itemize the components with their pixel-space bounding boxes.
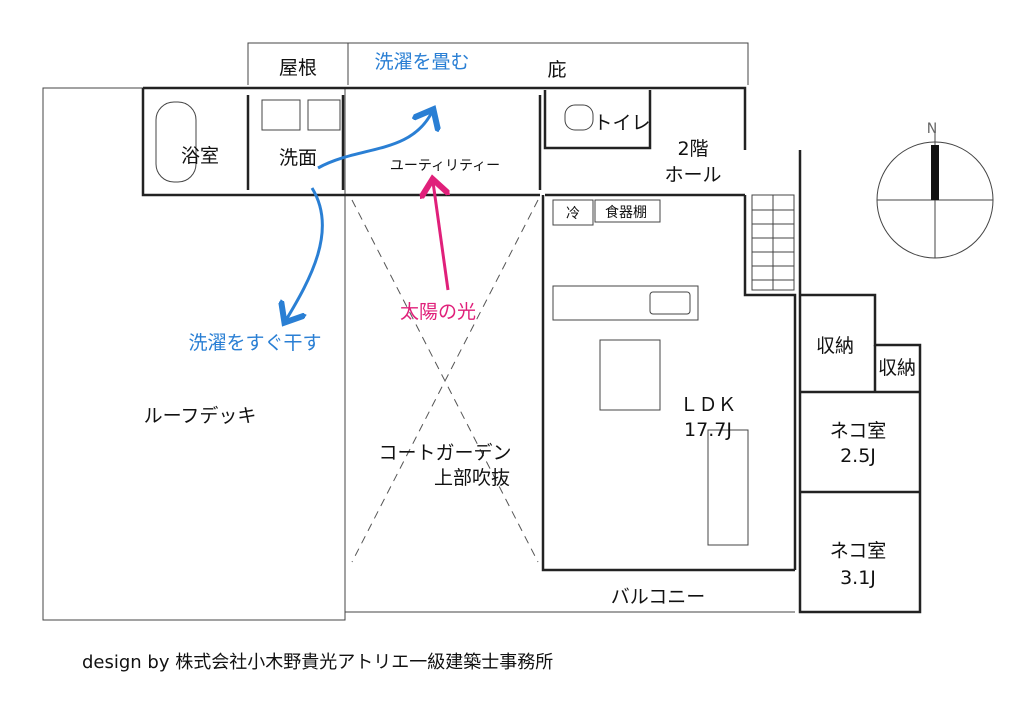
roof-strip	[247, 42, 749, 85]
cat-room2-size: 3.1J	[840, 567, 876, 589]
toilet-label: トイレ	[593, 112, 650, 134]
court-garden-label: コートガーデン	[378, 442, 511, 464]
sink	[307, 99, 341, 131]
hall-label-2: ホール	[664, 164, 721, 186]
sunlight-label: 太陽の光	[400, 301, 476, 323]
sunlight-arrow	[433, 182, 448, 291]
eaves-label: 庇	[547, 59, 566, 81]
cupboard-label: 食器棚	[605, 204, 647, 221]
roof-deck-label: ルーフデッキ	[144, 405, 257, 427]
toilet-bowl	[564, 104, 594, 131]
stairs	[751, 194, 795, 291]
washing-machine	[261, 99, 301, 131]
utility-label: ユーティリティー	[390, 158, 500, 174]
kitchen-counter	[552, 285, 699, 321]
cupboard	[594, 199, 661, 223]
ldk-size: 17.7J	[684, 419, 732, 441]
storage2-label: 収納	[878, 357, 916, 379]
fridge	[552, 199, 594, 226]
cat-room1-label: ネコ室	[830, 420, 887, 442]
court-void-label: 上部吹抜	[434, 467, 510, 489]
sofa	[707, 429, 749, 546]
bathtub	[155, 101, 197, 183]
credit-text: design by 株式会社小木野貴光アトリエ一級建築士事務所	[82, 652, 553, 673]
roof-label: 屋根	[279, 57, 317, 79]
dry-laundry-label: 洗濯をすぐ干す	[188, 332, 321, 354]
dry-laundry-arrow	[286, 187, 324, 320]
hall-label-1: 2階	[677, 138, 708, 160]
compass-icon: N	[876, 121, 994, 259]
cat-room2-label: ネコ室	[830, 540, 887, 562]
fridge-label: 冷	[566, 206, 580, 222]
ldk-label: ＬＤＫ	[679, 394, 736, 416]
kitchen-sink	[649, 291, 691, 315]
dining-table	[599, 339, 661, 411]
courtyard-void	[351, 199, 539, 563]
bath-label: 浴室	[181, 145, 219, 167]
fold-laundry-label: 洗濯を畳む	[374, 51, 469, 73]
balcony-label: バルコニー	[611, 586, 706, 608]
fold-laundry-arrow	[317, 112, 432, 170]
storage1-label: 収納	[816, 335, 854, 357]
washroom-label: 洗面	[279, 147, 317, 169]
walls	[141, 86, 922, 614]
cat-room1-size: 2.5J	[840, 445, 876, 467]
compass-north-label: N	[927, 121, 937, 137]
